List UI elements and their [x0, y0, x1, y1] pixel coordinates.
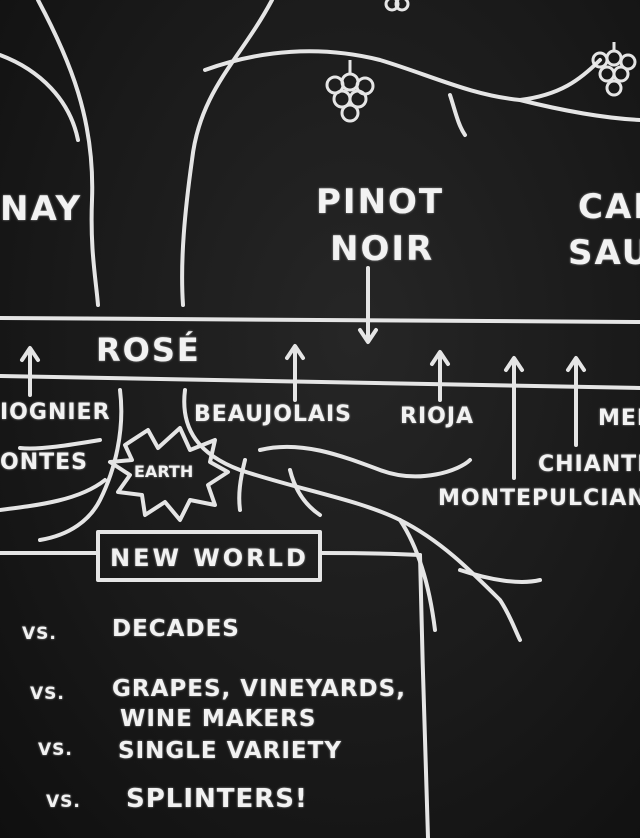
cabernet-label-line1: CAB — [578, 187, 640, 227]
band-bottom-line — [0, 374, 640, 390]
vs-label: VS. — [46, 792, 81, 812]
comparison-single-variety: SINGLE VARIETY — [118, 738, 342, 764]
root-center-3 — [398, 518, 437, 632]
root-center-2 — [258, 444, 472, 479]
band-top-line — [0, 316, 640, 324]
torrontes-label: ONTES — [0, 450, 88, 475]
pinot-arrow-down — [358, 266, 378, 344]
grape-cluster-top — [384, 0, 410, 12]
grape-cluster-right — [591, 42, 637, 97]
earth-label: EARTH — [134, 462, 194, 481]
arrow-up-3 — [430, 350, 450, 402]
viognier-label: IOGNIER — [0, 400, 111, 425]
arrow-up-1 — [20, 346, 40, 397]
divider-horizontal — [0, 551, 422, 557]
comparison-grapes-vineyards: GRAPES, VINEYARDS, — [112, 676, 406, 702]
root-center-5 — [288, 468, 322, 517]
comparison-decades: DECADES — [112, 616, 240, 642]
chardonnay-label: NAY — [0, 189, 83, 229]
merlot-label: MEI — [598, 406, 640, 431]
root-left-2 — [0, 478, 107, 512]
divider-vertical — [418, 553, 430, 838]
root-left — [38, 388, 124, 542]
center-vine-tendril — [448, 93, 467, 137]
vs-label: VS. — [38, 740, 73, 760]
cabernet-label-line2: SAU — [568, 233, 640, 273]
left-vine-branch — [0, 53, 80, 142]
rose-label: ROSÉ — [96, 331, 201, 369]
root-center-4 — [458, 568, 542, 584]
chianti-label: CHIANTI — [538, 452, 640, 477]
rioja-label: RIOJA — [400, 404, 475, 429]
montepulciano-label: MONTEPULCIAN — [438, 486, 640, 511]
root-center-6 — [237, 458, 247, 512]
arrow-up-2 — [285, 344, 305, 402]
root-center — [182, 388, 522, 642]
vs-label: VS. — [22, 624, 57, 644]
comparison-splinters: SPLINTERS! — [126, 784, 308, 814]
vs-label: VS. — [30, 684, 65, 704]
center-vine-branch — [203, 49, 602, 102]
root-left-3 — [18, 438, 102, 451]
grape-cluster-center — [325, 60, 375, 123]
arrow-up-4 — [504, 356, 524, 480]
earth-star-outline — [108, 426, 230, 522]
pinot-noir-label-line1: PINOT — [316, 182, 445, 222]
beaujolais-label: BEAUJOLAIS — [194, 402, 352, 427]
comparison-wine-makers: WINE MAKERS — [120, 706, 317, 732]
pinot-noir-label-line2: NOIR — [330, 229, 435, 269]
left-vine-trunk — [36, 0, 100, 307]
arrow-up-5 — [566, 356, 586, 447]
new-world-label: NEW WORLD — [110, 544, 309, 572]
right-vine-branch — [518, 98, 640, 122]
new-world-box — [96, 530, 322, 582]
center-vine-trunk — [180, 0, 274, 307]
